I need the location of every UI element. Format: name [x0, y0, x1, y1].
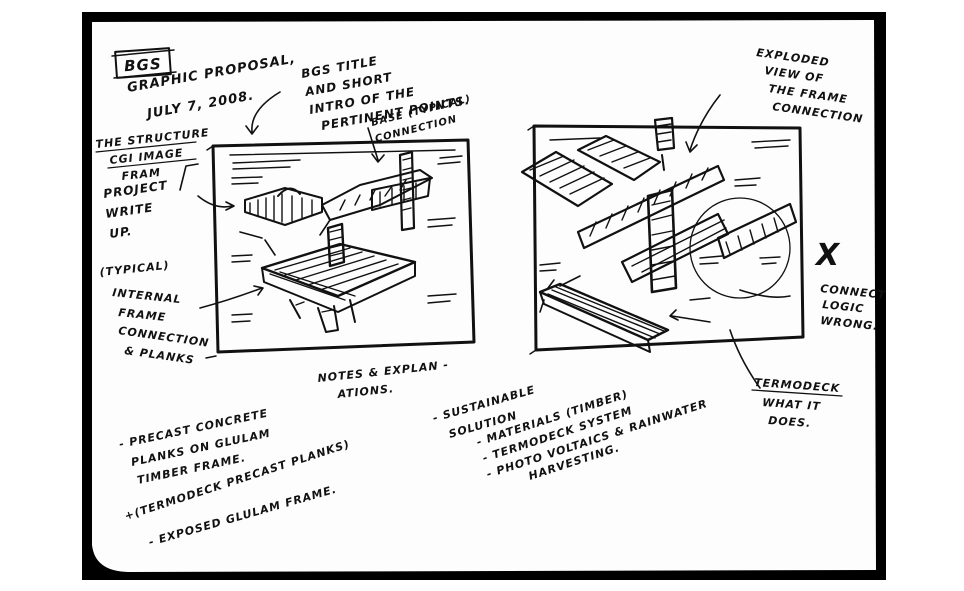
note-project-3: UP.	[108, 224, 133, 241]
cross-mark: X	[814, 238, 841, 273]
note-termo-3: DOES.	[768, 414, 812, 430]
left-panel-drawing	[229, 149, 463, 333]
note-termo-1: TERMODECK	[754, 376, 841, 395]
logo-box	[114, 47, 172, 79]
arrow-icon	[245, 91, 281, 135]
note-structure-3: FRAM	[121, 166, 162, 183]
paper-sheet	[92, 20, 876, 572]
logo-text: BGS	[124, 55, 163, 76]
note-project-2: WRITE	[104, 200, 154, 221]
note-internal-3: FRAME	[118, 306, 167, 324]
note-connect-2: LOGIC	[822, 298, 865, 315]
right-panel-frame	[527, 124, 805, 355]
annotation-arrows	[179, 91, 791, 389]
note-termo-2: WHAT IT	[762, 396, 822, 413]
note-connect-3: WRONG.	[820, 314, 879, 333]
right-panel-drawing	[520, 116, 798, 353]
note-notes-2: ATIONS.	[336, 382, 395, 401]
left-panel-frame	[205, 138, 476, 359]
